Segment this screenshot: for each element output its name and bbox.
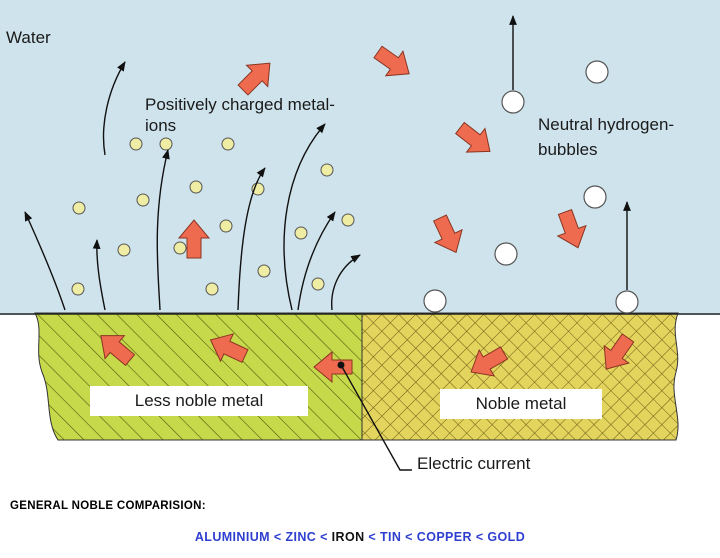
block-arrow (313, 350, 353, 384)
hydrogen-bubble (494, 242, 518, 266)
metal-flow-arrows (100, 333, 635, 384)
metal-ion (219, 219, 233, 233)
metal-ion (129, 137, 143, 151)
bubble-rise-arrows (509, 15, 631, 290)
ion-path-arrow (24, 211, 66, 311)
metal-ion (173, 241, 187, 255)
hydrogen-bubble (615, 290, 639, 314)
hydrogen-bubble (501, 90, 525, 114)
hydrogen-bubble (423, 289, 447, 313)
series-metal: COPPER (416, 530, 472, 544)
hydrogen-bubbles-label: Neutral hydrogen-bubbles (538, 115, 675, 159)
metal-ion (294, 226, 308, 240)
series-metal: ZINC (285, 530, 317, 544)
block-arrow (373, 45, 410, 77)
metal-ion (320, 163, 334, 177)
ion-path-arrow (297, 211, 336, 311)
hydrogen-bubbles (423, 60, 639, 314)
water-label: Water (6, 28, 51, 47)
metal-ions (71, 137, 355, 296)
noble-metal-label: Noble metal (440, 389, 602, 419)
block-arrow (100, 335, 136, 367)
noble-series: ALUMINIUM < ZINC < IRON < TIN < COPPER <… (0, 530, 720, 544)
metal-ion (71, 282, 85, 296)
block-arrow (237, 62, 271, 96)
ion-path-arrow (283, 123, 326, 311)
metal-ions-label: Positively charged metal-ions (145, 95, 335, 135)
series-separator: < (316, 530, 332, 544)
metal-ion (72, 201, 86, 215)
metal-ion (159, 137, 173, 151)
noble-comparison-title: GENERAL NOBLE COMPARISION: (10, 500, 206, 512)
less-noble-metal-block (34, 312, 363, 441)
water-flow-arrows (177, 45, 587, 259)
metal-ion (205, 282, 219, 296)
metal-ion (341, 213, 355, 227)
series-separator: < (269, 530, 286, 544)
metal-ion (311, 277, 325, 291)
block-arrow (177, 219, 211, 259)
block-arrow (470, 346, 509, 377)
ion-path-arrow (237, 167, 266, 311)
block-arrow (432, 214, 463, 254)
electric-current-label: Electric current (417, 454, 531, 473)
block-arrow (603, 333, 635, 370)
series-metal: GOLD (487, 530, 526, 544)
metal-ion (117, 243, 131, 257)
metal-ion (221, 137, 235, 151)
block-arrow (556, 208, 587, 249)
series-metal: TIN (379, 530, 402, 544)
ion-path-arrow (156, 149, 170, 311)
noble-metal-block (361, 312, 679, 441)
series-metal: IRON (331, 530, 365, 544)
series-separator: < (364, 530, 380, 544)
series-separator: < (401, 530, 417, 544)
hydrogen-bubble (585, 60, 609, 84)
ion-path-arrow (102, 61, 126, 156)
block-arrow (454, 121, 491, 153)
less-noble-metal-label: Less noble metal (90, 386, 308, 416)
metal-ion (136, 193, 150, 207)
series-metal: ALUMINIUM (194, 530, 270, 544)
hydrogen-bubble (583, 185, 607, 209)
block-arrow (209, 333, 249, 364)
metal-ion (257, 264, 271, 278)
ion-path-arrow (92, 239, 106, 311)
ion-path-arrow (331, 254, 361, 311)
series-separator: < (471, 530, 488, 544)
metal-ion (189, 180, 203, 194)
current-leader (337, 361, 412, 471)
ion-paths (24, 61, 361, 311)
